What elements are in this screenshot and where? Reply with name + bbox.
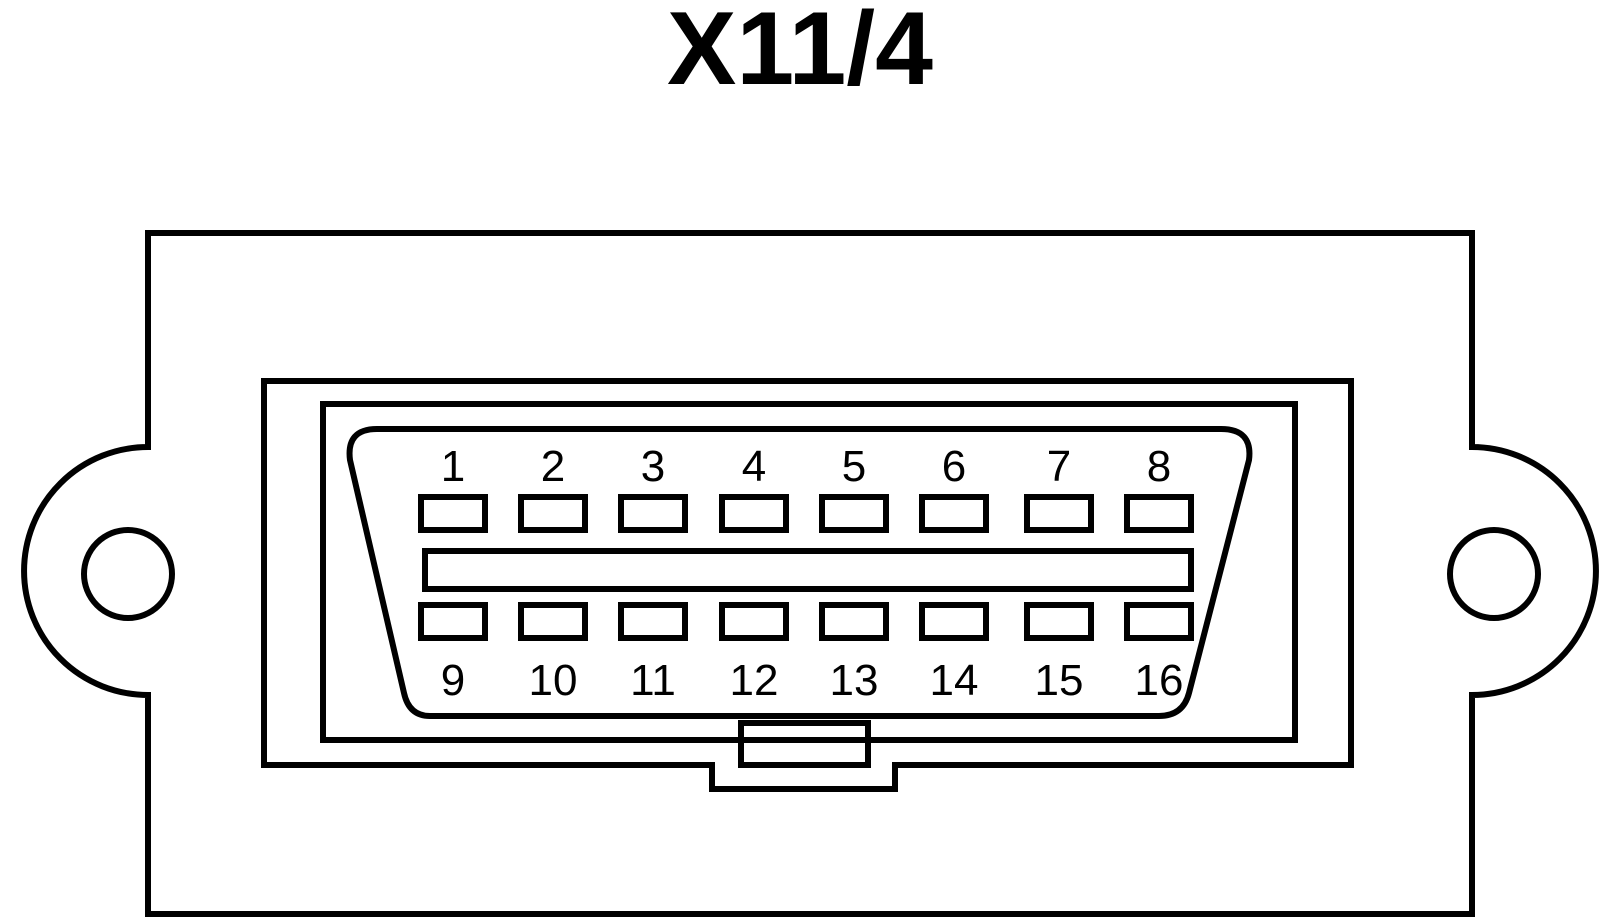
pin-contact-8 [1124,494,1194,533]
pin-label-11: 11 [630,656,676,705]
left-mounting-hole [81,527,175,621]
pin-label-8: 8 [1147,442,1171,491]
pin-label-6: 6 [942,442,966,491]
pin-contact-10 [518,602,588,641]
latch-tab [738,720,871,768]
connector-housing-outer [261,378,1354,792]
pin-contact-3 [618,494,688,533]
pin-contact-15 [1024,602,1094,641]
pin-contact-5 [819,494,889,533]
pin-contact-7 [1024,494,1094,533]
pin-contact-16 [1124,602,1194,641]
pin-label-10: 10 [529,656,578,705]
pin-label-3: 3 [641,442,665,491]
connector-housing-inner [320,401,1298,743]
pin-label-7: 7 [1047,442,1071,491]
pin-label-2: 2 [541,442,565,491]
center-key-bar [422,548,1194,592]
pin-contact-9 [418,602,488,641]
pin-contact-4 [719,494,789,533]
right-mounting-hole [1447,527,1541,621]
pin-label-13: 13 [830,656,879,705]
pin-contact-12 [719,602,789,641]
pin-contact-1 [418,494,488,533]
pin-label-16: 16 [1135,656,1184,705]
pin-label-15: 15 [1035,656,1084,705]
pin-label-9: 9 [441,656,465,705]
mounting-flange [21,230,1599,917]
pin-label-1: 1 [441,442,465,491]
connector-title: X11/4 [667,0,933,107]
socket-face [346,426,1253,719]
pin-label-5: 5 [842,442,866,491]
pin-contact-2 [518,494,588,533]
pin-label-12: 12 [730,656,779,705]
pin-contact-6 [919,494,989,533]
pin-contact-13 [819,602,889,641]
pin-contact-14 [919,602,989,641]
pin-label-4: 4 [742,442,766,491]
pin-label-14: 14 [930,656,979,705]
pin-contact-11 [618,602,688,641]
